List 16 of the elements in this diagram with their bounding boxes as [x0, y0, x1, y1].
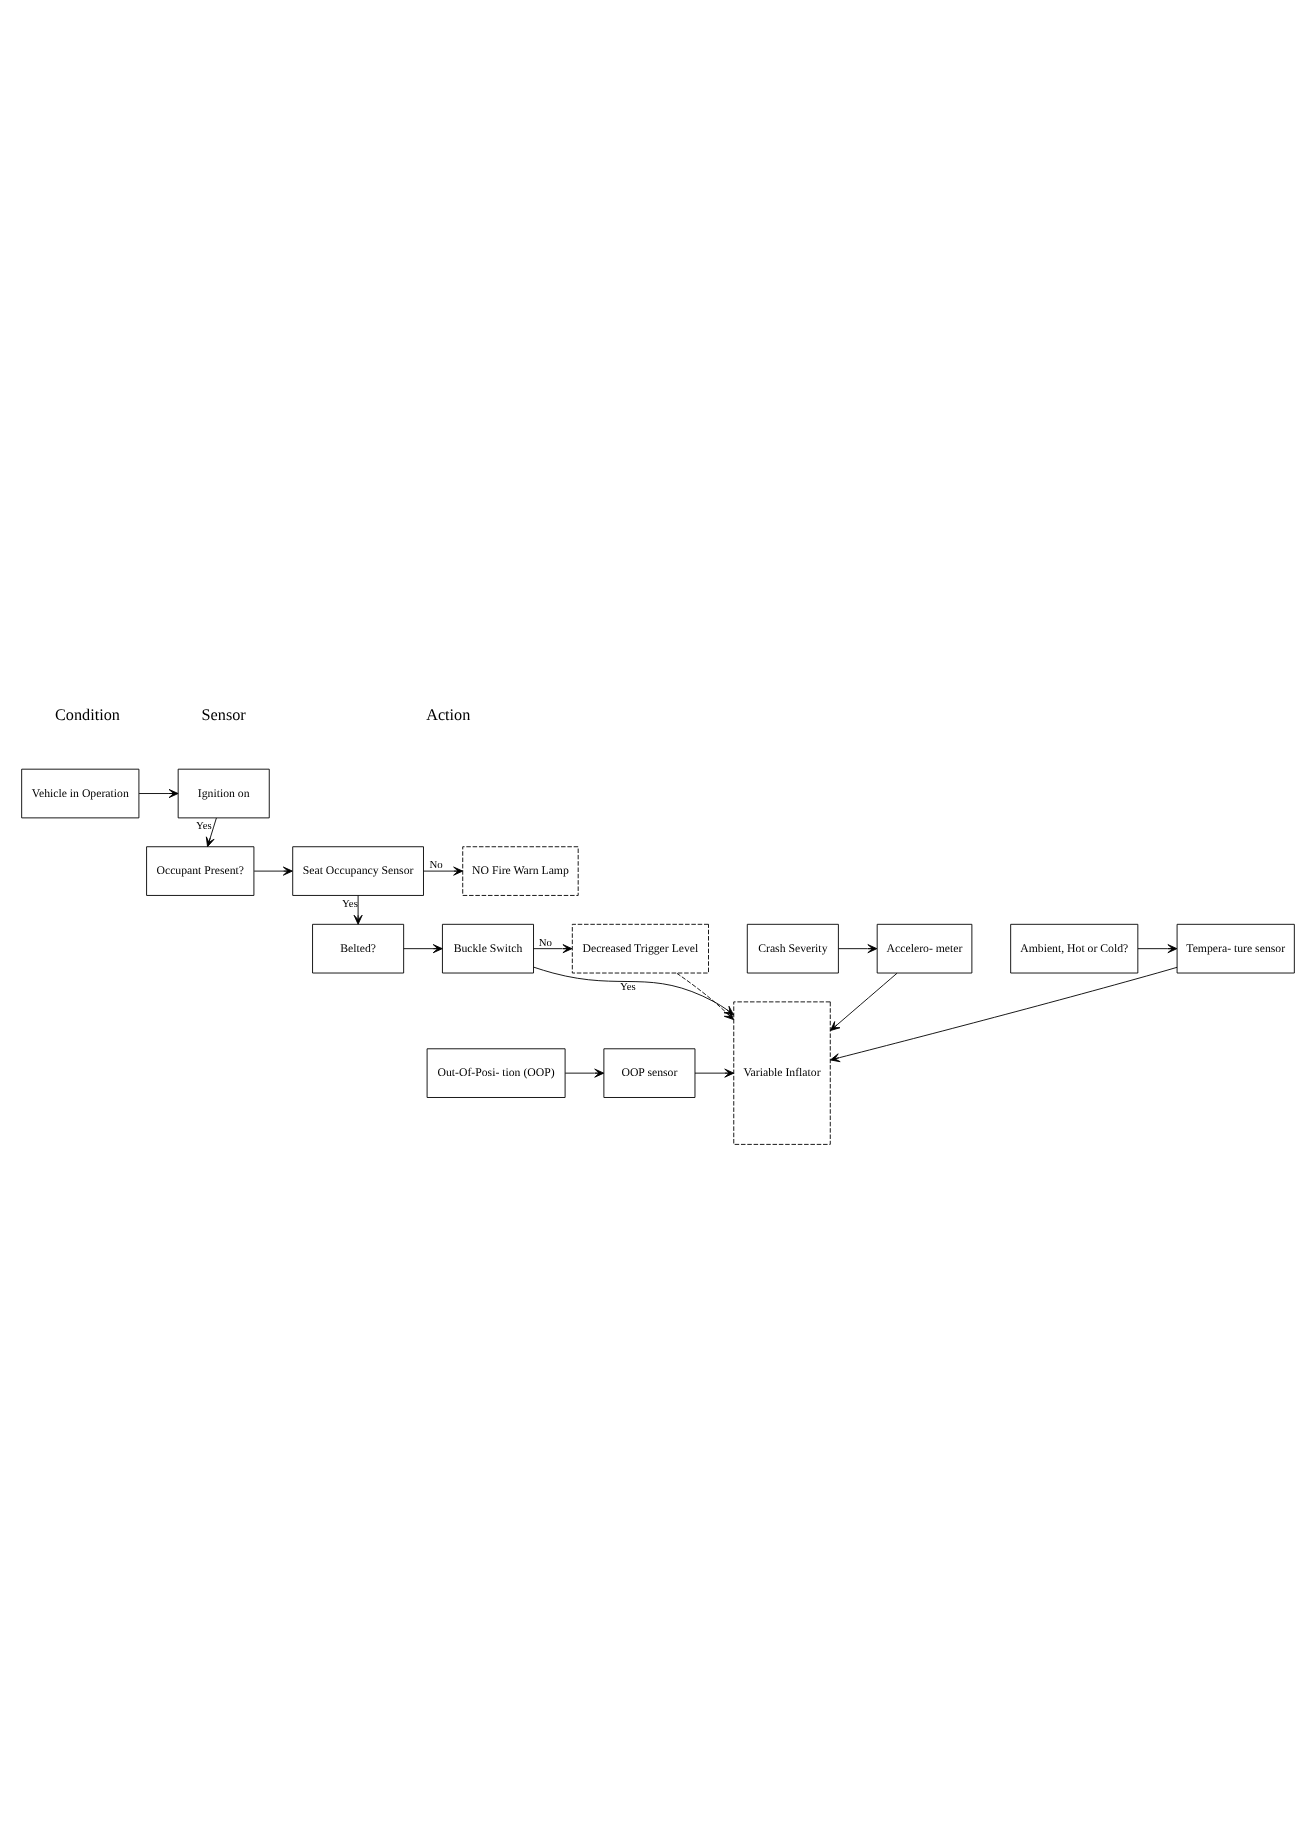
arrow — [564, 1067, 605, 1077]
arrow — [1137, 943, 1178, 953]
arrow — [830, 971, 898, 1030]
arrow — [403, 943, 443, 953]
label: Condition — [55, 704, 120, 723]
label: Action — [426, 704, 471, 723]
arrow — [694, 1067, 735, 1077]
arrow — [838, 943, 878, 953]
arrow — [423, 865, 464, 875]
arrow — [533, 943, 573, 953]
arrow — [253, 865, 293, 875]
arrow — [138, 788, 179, 798]
arrow — [353, 894, 363, 924]
label: Sensor — [201, 704, 246, 723]
arrow — [829, 965, 1178, 1062]
arrow — [205, 816, 217, 847]
